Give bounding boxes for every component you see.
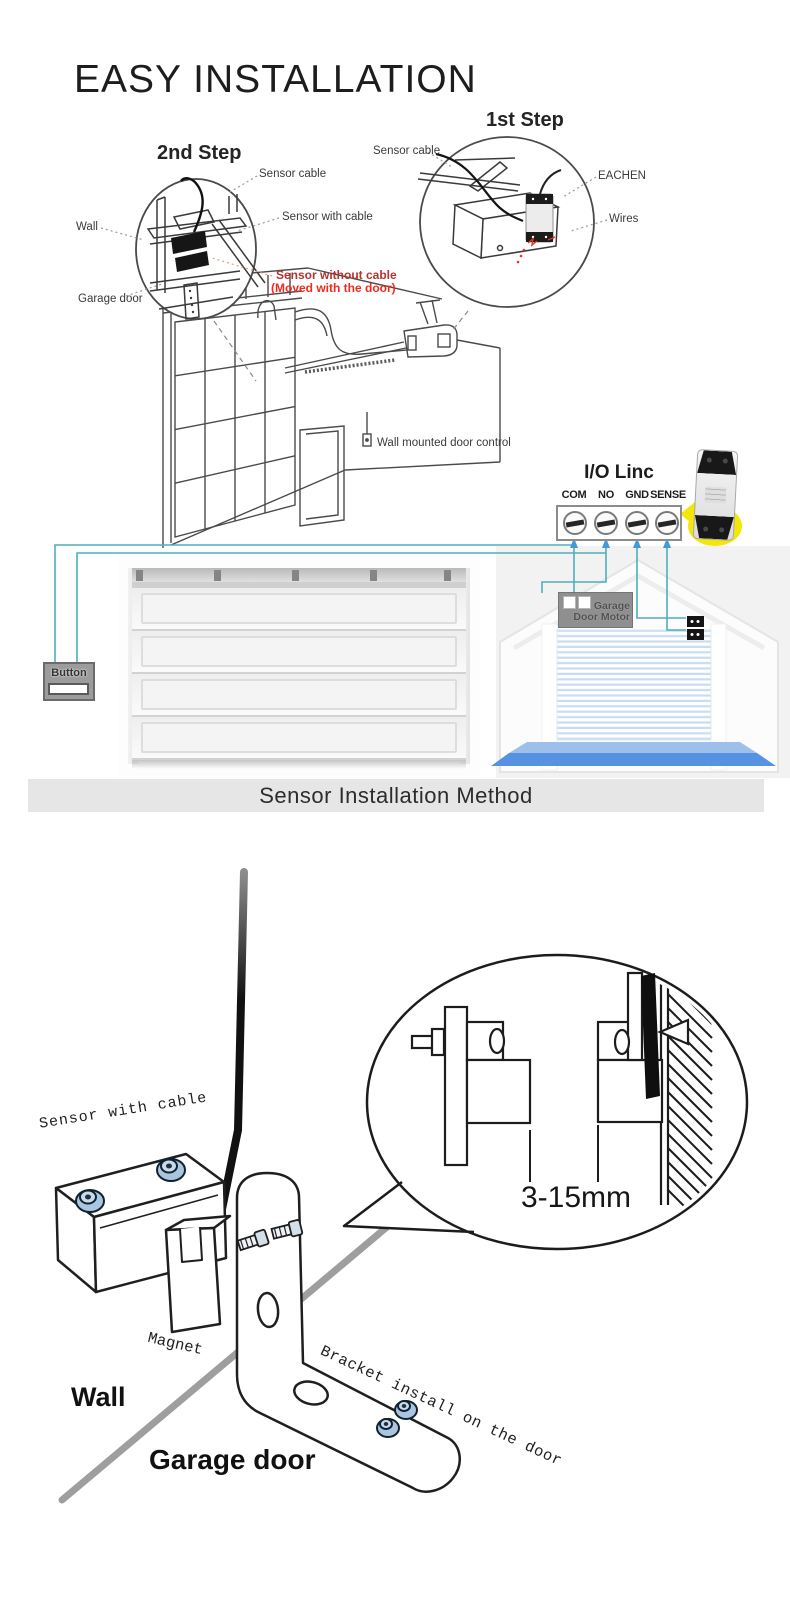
red-note-leader bbox=[211, 257, 273, 277]
sensor-with-cable-drawing bbox=[54, 1152, 228, 1294]
step1-inset-circle bbox=[417, 136, 595, 308]
terminal-screw-com bbox=[563, 511, 587, 535]
moved-with-door-note: (Moved with the door) bbox=[271, 281, 396, 295]
wall-button-key bbox=[48, 683, 89, 695]
terminal-label-sense: SENSE bbox=[650, 489, 686, 501]
door-panel bbox=[132, 674, 466, 717]
magnet-drawing bbox=[164, 1214, 232, 1334]
gap-measurement-label: 3-15mm bbox=[521, 1181, 632, 1214]
wall-hatching bbox=[659, 978, 713, 1235]
rail-bracket bbox=[292, 570, 299, 581]
bracket-cross-section bbox=[410, 971, 690, 1167]
door-panel bbox=[132, 631, 466, 674]
door-panel bbox=[132, 588, 466, 631]
page-title: EASY INSTALLATION bbox=[74, 58, 477, 101]
terminal-screw-gnd bbox=[625, 511, 649, 535]
eachen-device-sketch bbox=[525, 169, 562, 243]
detail-bracket-note: Bracket install on the door bbox=[317, 1342, 565, 1471]
gap-measure-ticks bbox=[529, 1125, 599, 1182]
sensor-cable-sketch bbox=[435, 152, 524, 223]
caption-band: Sensor Installation Method bbox=[28, 779, 764, 812]
sensor-detail-art bbox=[54, 868, 749, 1504]
door-top-rail bbox=[132, 568, 466, 582]
eachen-smart-switch bbox=[686, 448, 748, 548]
bracket-screws-hex bbox=[236, 1219, 304, 1252]
wall-button-label: Button bbox=[51, 667, 87, 679]
step2-inset-circle bbox=[135, 177, 266, 320]
module-body bbox=[692, 448, 739, 542]
wire-connection-marks bbox=[516, 236, 556, 264]
garage-interior-sketch bbox=[151, 267, 501, 548]
detail-garage-door-label: Garage door bbox=[149, 1444, 316, 1475]
detail-sensor-with-cable-label: Sensor with cable bbox=[38, 1089, 209, 1133]
bracket-screws-blue bbox=[376, 1400, 418, 1438]
rail-bracket bbox=[214, 570, 221, 581]
motor-label: Garage Door Motor bbox=[573, 600, 630, 623]
terminal-label-gnd: GND bbox=[625, 489, 649, 501]
rail-bracket bbox=[136, 570, 143, 581]
module-print bbox=[704, 486, 727, 504]
door-panel bbox=[132, 717, 466, 760]
sensor-cable-sketch bbox=[180, 177, 204, 233]
step1-label: 1st Step bbox=[486, 109, 564, 131]
terminal-block bbox=[556, 505, 682, 541]
io-linc-title: I/O Linc bbox=[584, 462, 654, 483]
caption-text: Sensor Installation Method bbox=[259, 782, 533, 808]
house-schematic-panel bbox=[496, 546, 790, 778]
detail-wall-label: Wall bbox=[71, 1382, 126, 1412]
sensor-without-cable-sketch bbox=[175, 251, 209, 272]
rail-bracket bbox=[444, 570, 451, 581]
sensor-bar-cross-section bbox=[641, 973, 660, 1099]
step2-garage-door-label: Garage door bbox=[78, 293, 143, 305]
rail-bracket bbox=[370, 570, 377, 581]
terminal-label-com: COM bbox=[561, 489, 587, 501]
step2-sensor-cable-label: Sensor cable bbox=[259, 168, 327, 180]
step2-sensor-with-cable-label: Sensor with cable bbox=[282, 211, 373, 223]
step2-label: 2nd Step bbox=[157, 142, 242, 164]
detail-magnet-label: Magnet bbox=[145, 1329, 205, 1360]
eachen-label: EACHEN bbox=[598, 170, 646, 182]
wall-button: Button bbox=[43, 662, 95, 701]
terminal-label-no: NO bbox=[598, 489, 614, 501]
garage-door-photo bbox=[118, 556, 480, 778]
sensor-screws bbox=[75, 1158, 186, 1213]
module-bottom-cap bbox=[694, 515, 734, 540]
sensor-with-cable-sketch bbox=[171, 231, 207, 254]
wall-control-label: Wall mounted door control bbox=[377, 437, 511, 449]
garage-door-motor-box: Garage Door Motor bbox=[558, 592, 633, 628]
door-panels bbox=[132, 588, 466, 760]
sensor-cable-drawing bbox=[213, 868, 248, 1238]
step2-wall-label: Wall bbox=[76, 221, 98, 233]
inset-connector-dashes bbox=[213, 310, 469, 382]
module-top-cap bbox=[697, 450, 737, 475]
sensor-without-cable-label: Sensor without cable bbox=[276, 268, 397, 282]
wires-label: Wires bbox=[609, 213, 639, 225]
step1-sensor-cable-label: Sensor cable bbox=[373, 145, 441, 157]
terminal-screw-no bbox=[594, 511, 618, 535]
terminal-screw-sense bbox=[655, 511, 679, 535]
wall-control-icon bbox=[362, 412, 372, 447]
door-floor-shadow bbox=[132, 760, 466, 769]
